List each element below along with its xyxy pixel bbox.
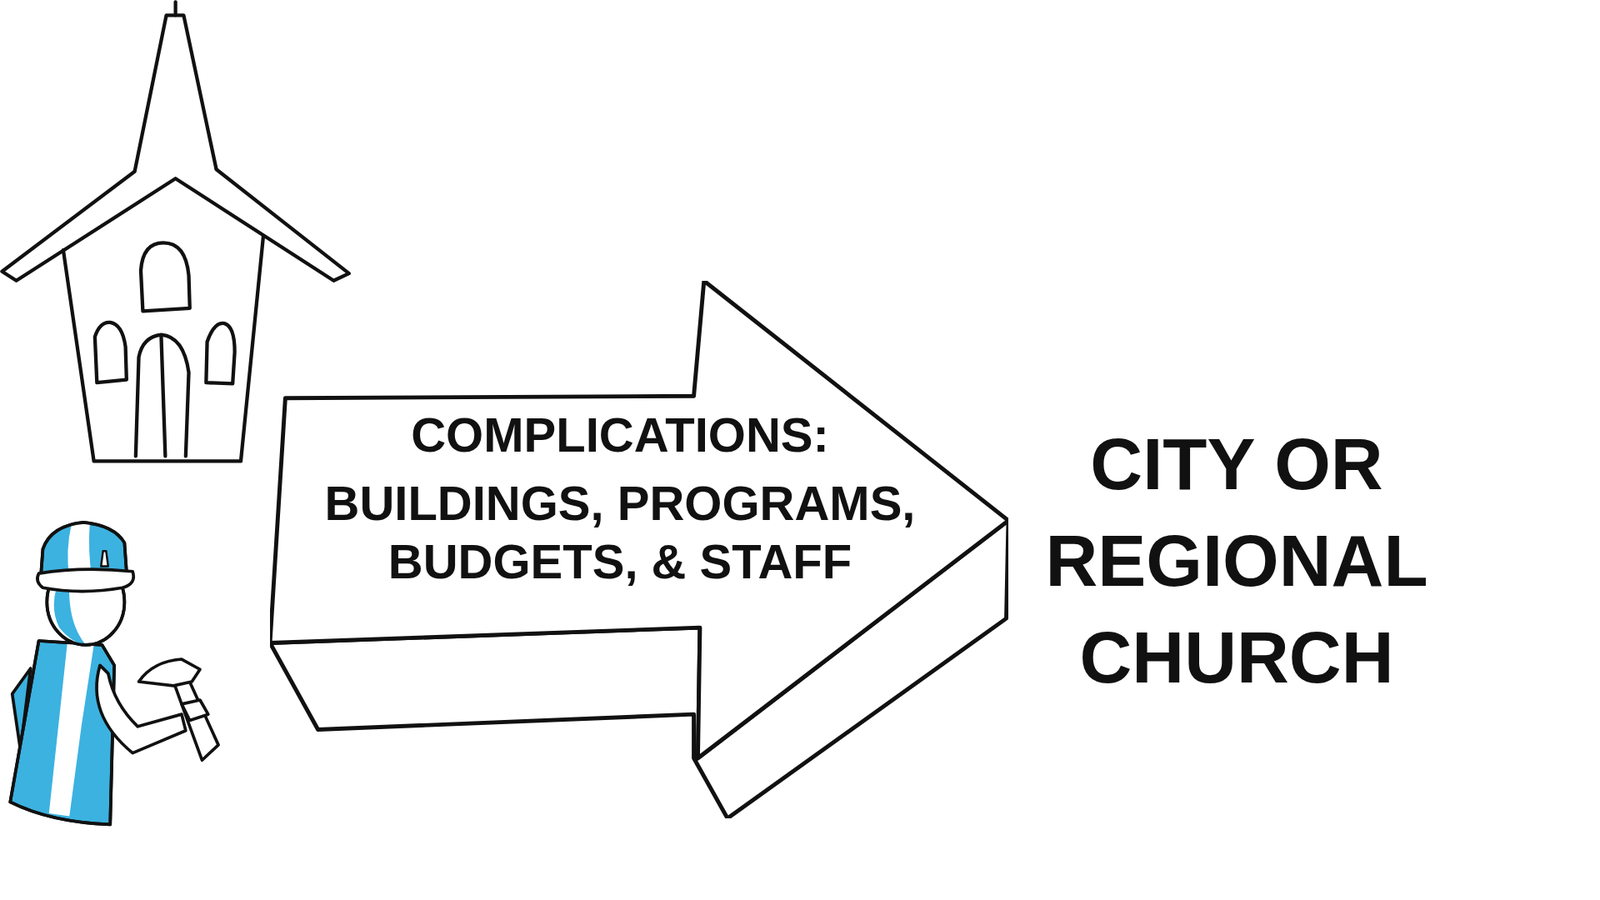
arrow-node: COMPLICATIONS: BUILDINGS, PROGRAMS, BUDGE…: [270, 280, 1009, 819]
text-area: COMPLICATIONS: BUILDINGS, PROGRAMS, BUDGE…: [286, 405, 954, 591]
label-area: CITY OR REGIONAL CHURCH: [1028, 415, 1445, 706]
target-label: CITY OR REGIONAL CHURCH: [1028, 415, 1445, 706]
arrow-face: [270, 280, 1009, 759]
worker-figure: [10, 522, 219, 825]
church-drawing: [1, 1, 349, 461]
arrow-heading: COMPLICATIONS:: [286, 405, 954, 465]
arrow-body: BUILDINGS, PROGRAMS, BUDGETS, & STAFF: [286, 474, 954, 591]
